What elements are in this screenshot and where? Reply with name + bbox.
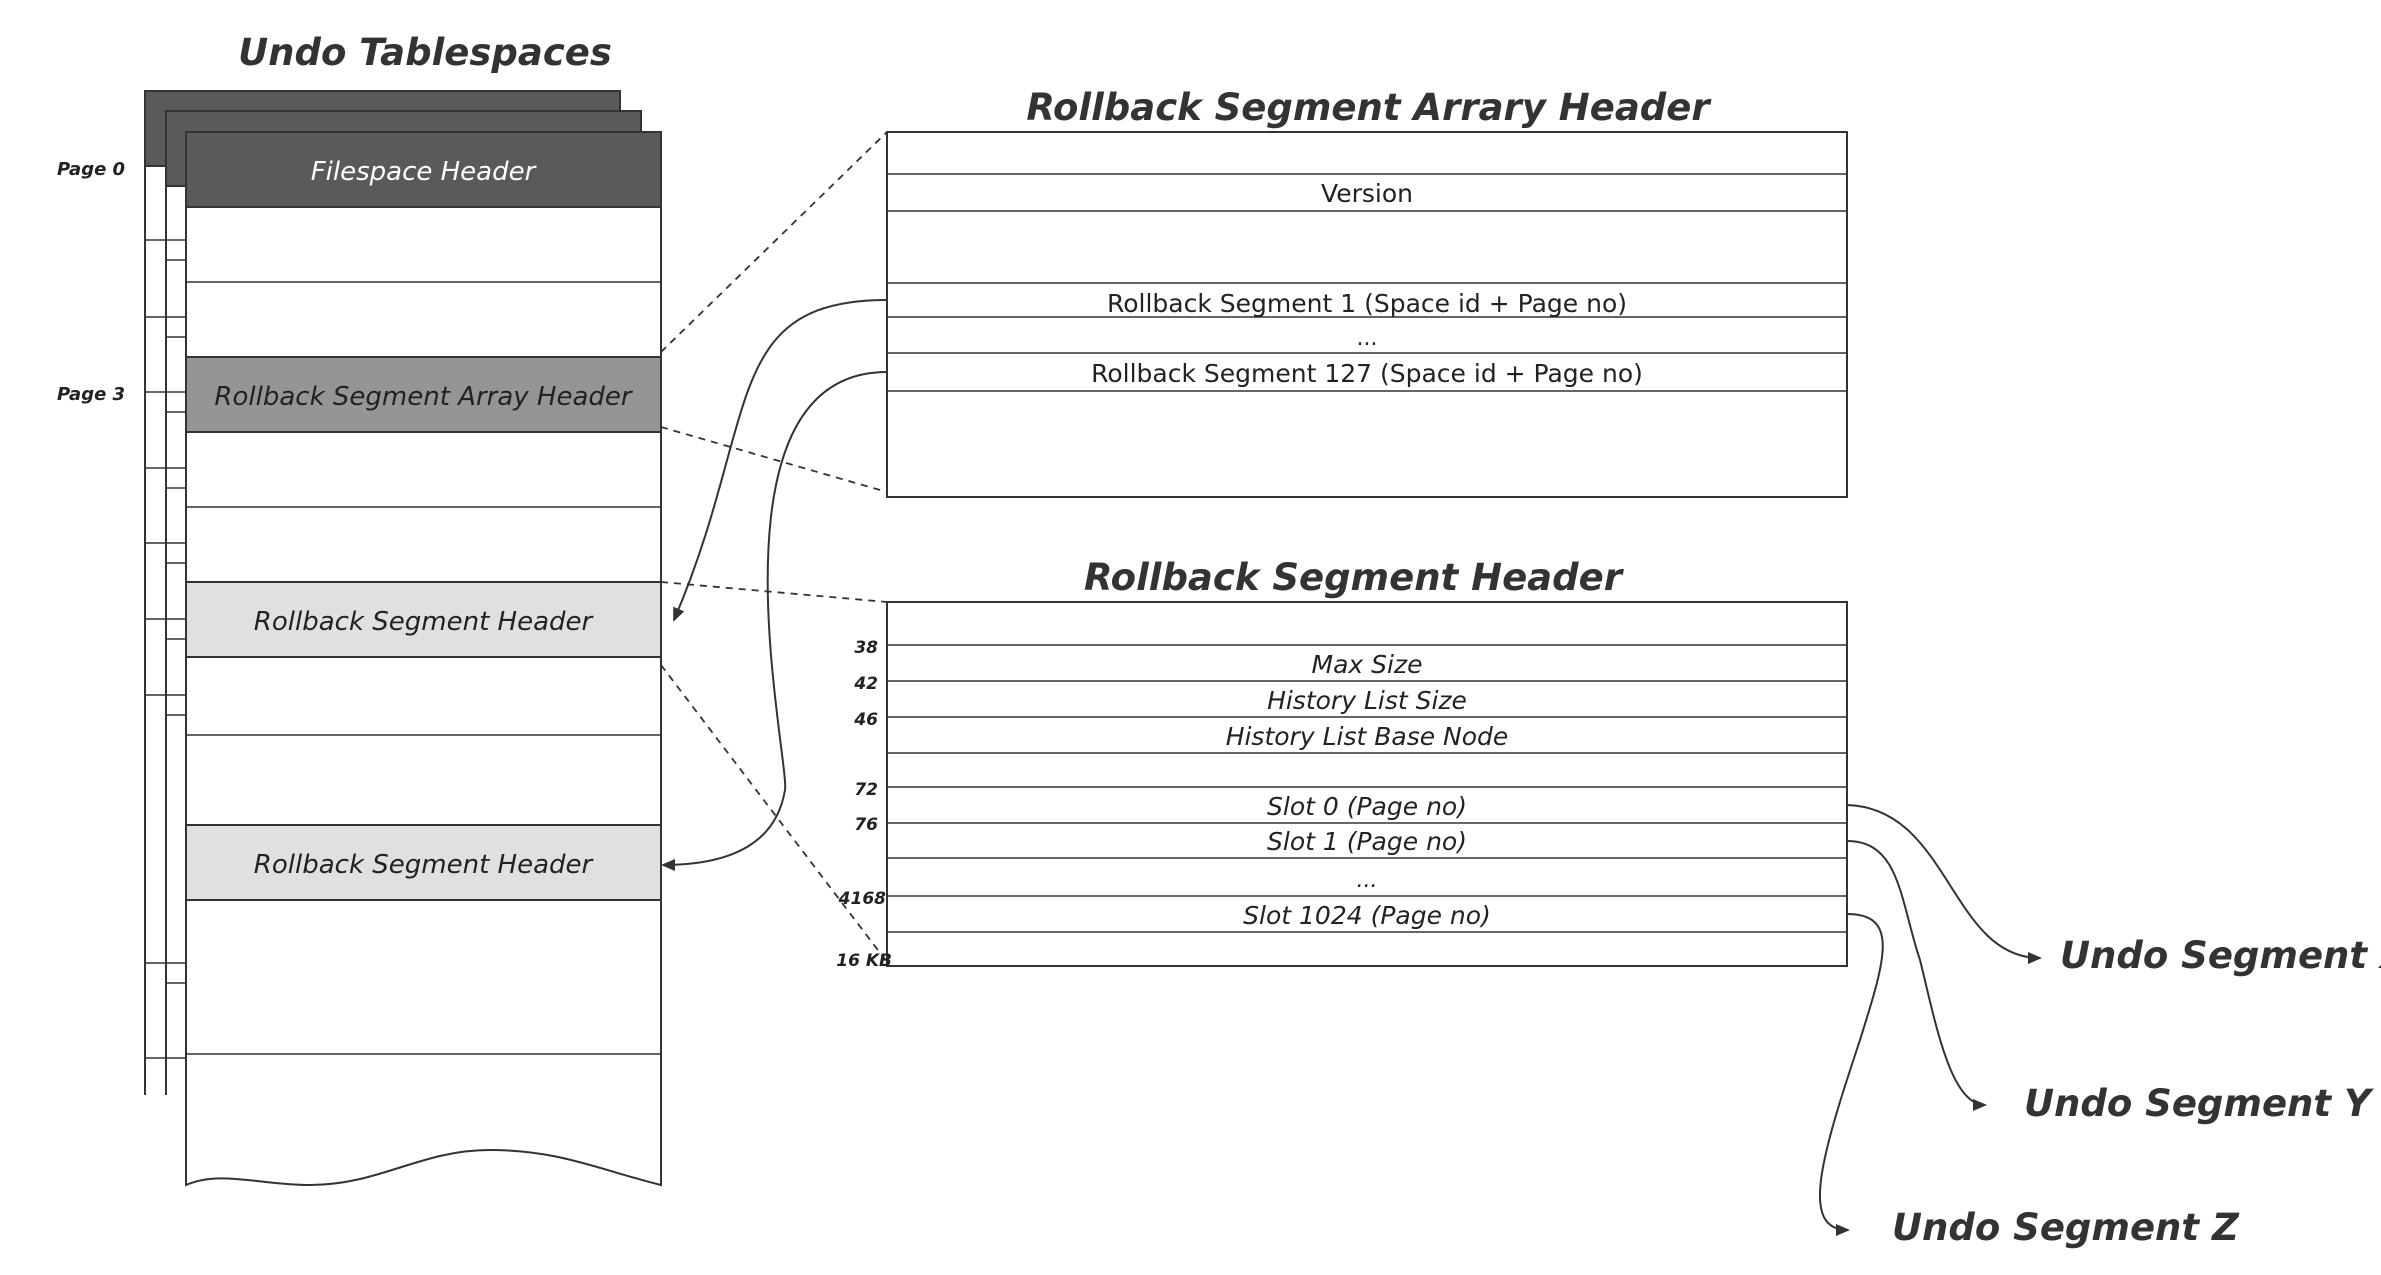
history-list-base-node-field: History List Base Node — [1226, 722, 1509, 751]
rseg-1-field: Rollback Segment 1 (Space id + Page no) — [1107, 289, 1627, 318]
offset-4168: 4168 — [838, 889, 886, 909]
history-list-size-field: History List Size — [1267, 686, 1467, 715]
rseg-header-table: Max Size History List Size History List … — [886, 601, 1848, 967]
filespace-header-page — [185, 131, 662, 208]
page-3-label: Page 3 — [57, 384, 125, 405]
rseg-array-header-table: Version Rollback Segment 1 (Space id + P… — [886, 131, 1848, 498]
slot-1024-field: Slot 1024 (Page no) — [1243, 901, 1491, 930]
arrow-rseg-1-to-page — [673, 299, 888, 622]
rseg-header-page-2 — [185, 824, 662, 901]
offset-72: 72 — [854, 780, 878, 800]
undo-segment-y-label: Undo Segment Y — [2024, 1082, 2374, 1125]
arrow-slot-0-to-undo-x — [1846, 804, 2042, 964]
rseg-array-header-title: Rollback Segment Arrary Header — [1026, 86, 1712, 129]
arrow-slot-1-to-undo-y — [1846, 840, 1987, 1111]
projection-line-rseg-bottom — [660, 664, 888, 963]
rseg-header-title: Rollback Segment Header — [1084, 556, 1625, 599]
page-0-label: Page 0 — [57, 159, 125, 180]
projection-line-array-top — [660, 131, 888, 353]
offset-16kb: 16 KB — [836, 951, 892, 971]
offset-42: 42 — [853, 674, 878, 694]
slot-1-field: Slot 1 (Page no) — [1267, 827, 1467, 856]
offset-46: 46 — [853, 710, 878, 730]
projection-line-rseg-top — [660, 581, 888, 603]
slot-ellipsis-field: ... — [1357, 868, 1378, 893]
rseg-header-page-1 — [185, 581, 662, 658]
undo-tablespaces-title: Undo Tablespaces — [238, 31, 612, 74]
undo-segment-x-label: Undo Segment X — [2060, 934, 2381, 977]
max-size-field: Max Size — [1312, 650, 1423, 679]
array-ellipsis-field: ... — [1357, 326, 1378, 351]
rseg-127-field: Rollback Segment 127 (Space id + Page no… — [1091, 359, 1643, 388]
rseg-header-label-1: Rollback Segment Header — [254, 607, 595, 637]
slot-0-field: Slot 0 (Page no) — [1267, 792, 1467, 821]
arrow-rseg-127-to-page — [661, 371, 888, 871]
rseg-array-header-page — [185, 356, 662, 433]
offset-38: 38 — [854, 638, 878, 658]
byte-offsets: 38 42 46 72 76 4168 16 KB — [836, 638, 892, 971]
rseg-header-label-2: Rollback Segment Header — [254, 850, 595, 880]
version-field: Version — [1321, 179, 1413, 208]
undo-segment-z-label: Undo Segment Z — [1892, 1206, 2240, 1249]
offset-76: 76 — [854, 815, 878, 835]
projection-line-array-bottom — [660, 426, 888, 493]
filespace-header-label: Filespace Header — [311, 157, 538, 187]
arrow-slot-1024-to-undo-z — [1819, 913, 1884, 1236]
tablespace-front-sheet: Filespace Header Rollback Segment Array … — [185, 131, 662, 1187]
rseg-array-header-label: Rollback Segment Array Header — [214, 382, 633, 412]
